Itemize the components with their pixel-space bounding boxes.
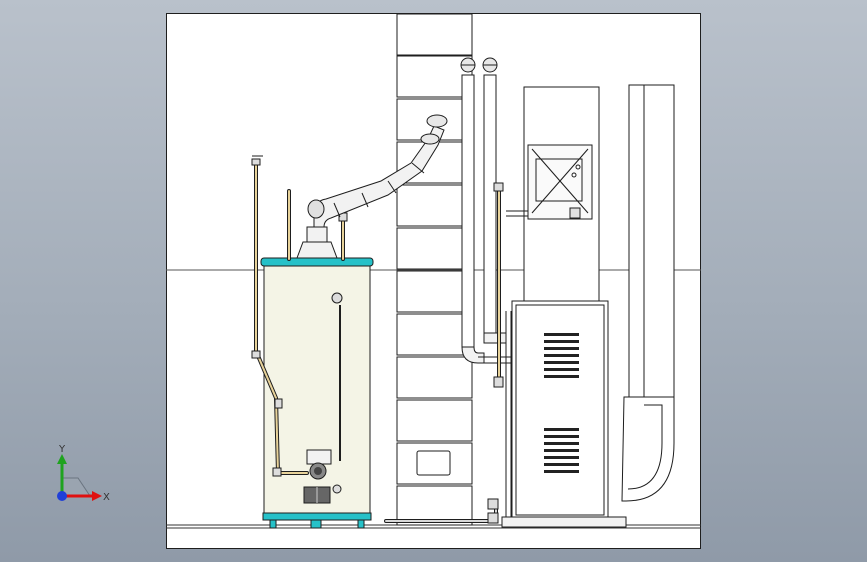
draft-hood [296, 241, 338, 259]
tank-top-trim [260, 257, 374, 267]
furnace-unit[interactable] [501, 300, 627, 528]
gas-line[interactable] [254, 161, 345, 475]
return-duct[interactable] [621, 84, 675, 502]
water-heater-tank[interactable] [260, 226, 374, 529]
flue-vent-pipe[interactable] [307, 114, 448, 228]
furnace-gas-line[interactable] [384, 182, 504, 524]
furnace-base [501, 516, 627, 528]
louver-vent-upper [544, 333, 579, 378]
chimney-column[interactable] [396, 13, 473, 526]
z-axis-origin [57, 491, 67, 501]
coordinate-triad: Y X [57, 444, 110, 503]
draft-hood-collar [306, 226, 328, 243]
triad-y-label: Y [58, 444, 66, 455]
tank-leg-center [310, 519, 322, 529]
tank-leg-left [269, 519, 277, 529]
drawing-sheet [166, 13, 701, 549]
gas-control-valve[interactable] [306, 449, 332, 465]
cleanout-door [416, 450, 451, 476]
louver-vent-lower [544, 428, 579, 473]
drain-valve-icon[interactable] [332, 484, 342, 494]
shutoff-valve-icon[interactable] [251, 155, 348, 477]
tank-leg-right [357, 519, 365, 529]
tank-base-trim [262, 512, 372, 521]
triad-x-label: X [103, 492, 110, 503]
supply-duct[interactable] [506, 86, 600, 302]
vent-pipes[interactable] [460, 57, 511, 364]
relief-valve-icon [331, 292, 343, 304]
flue-outlet-collar [426, 114, 448, 128]
